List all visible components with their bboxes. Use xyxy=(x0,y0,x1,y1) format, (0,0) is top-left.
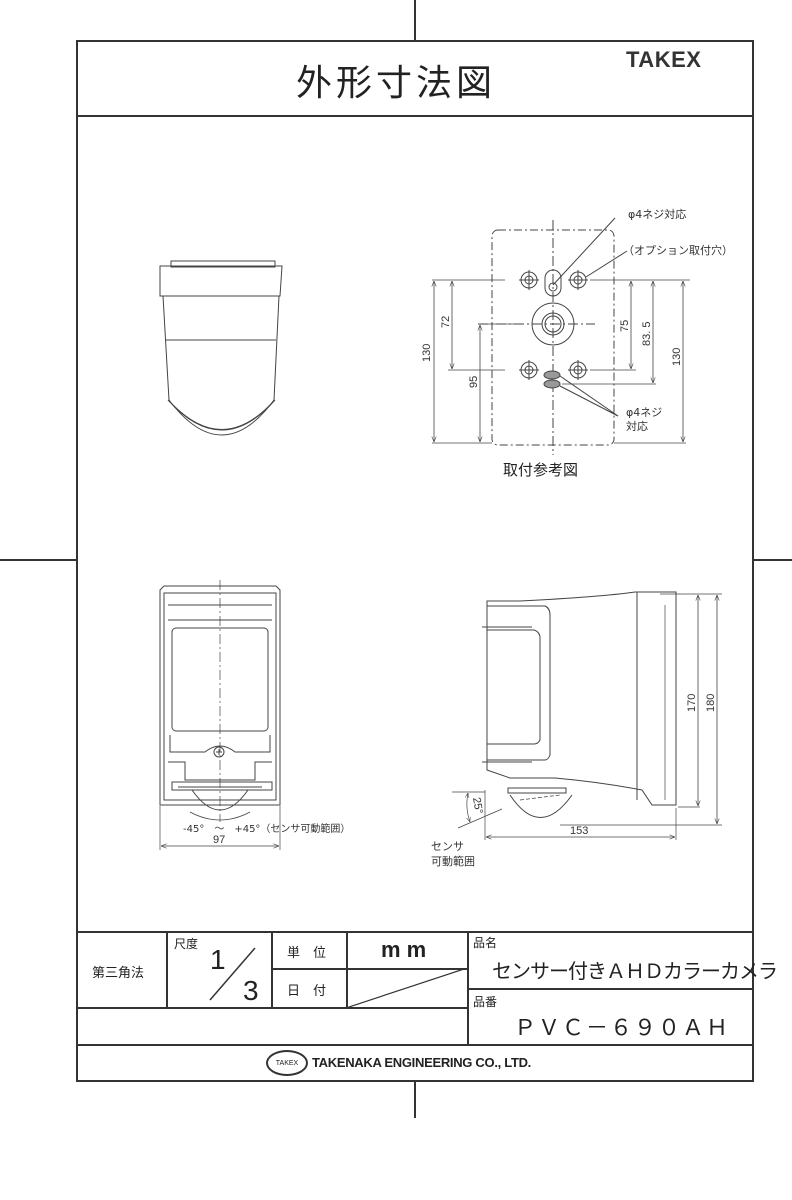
technical-drawings: 130 72 95 75 83. 5 130 97 153 170 180 25… xyxy=(159,207,733,868)
dim-mount-left-outer: 130 xyxy=(421,344,433,362)
mounting-reference-caption: 取付参考図 xyxy=(503,461,579,479)
company-name: TAKENAKA ENGINEERING CO., LTD. xyxy=(312,1055,531,1070)
note-screw-bottom-1: φ4ネジ xyxy=(626,406,662,419)
mounting-reference-drawing xyxy=(432,217,690,455)
header-divider xyxy=(76,115,754,117)
dim-side-height-outer: 180 xyxy=(705,694,717,712)
company-logo-text: TAKEX xyxy=(275,1059,299,1067)
unit-value: m m xyxy=(381,937,427,962)
dim-front-width: 97 xyxy=(213,834,225,846)
crop-mark-right xyxy=(754,559,792,561)
dim-side-height-inner: 170 xyxy=(686,694,698,712)
front-range-label: -45° ～ +45°（センサ可動範囲） xyxy=(183,822,350,835)
crop-mark-top xyxy=(414,0,416,40)
dim-mount-left-offset: 95 xyxy=(468,376,480,388)
dim-mount-right-inner: 75 xyxy=(619,320,631,332)
company-logo: TAKEX xyxy=(266,1050,308,1076)
brand-logo: TAKEX xyxy=(626,47,702,72)
dim-side-depth: 153 xyxy=(570,825,588,837)
scale-label: 尺度 xyxy=(174,937,199,951)
note-screw-bottom-2: 対応 xyxy=(626,419,648,433)
sensor-label-1: センサ xyxy=(431,840,464,853)
note-screw-top: φ4ネジ対応 xyxy=(628,207,686,221)
scale-slash xyxy=(209,947,256,1001)
date-label: 日 付 xyxy=(287,984,327,999)
dim-mount-right-outer: 130 xyxy=(671,348,683,366)
product-code-label: 品番 xyxy=(473,995,498,1009)
unit-label: 単 位 xyxy=(287,946,327,961)
note-option-hole: （オプション取付穴） xyxy=(623,243,733,257)
top-view-drawing xyxy=(159,260,283,436)
crop-mark-left xyxy=(0,559,76,561)
drawing-frame xyxy=(76,40,754,1082)
page-title: 外形寸法図 xyxy=(295,63,496,104)
sensor-label-2: 可動範囲 xyxy=(431,854,475,868)
scale-numerator: 1 xyxy=(210,944,226,975)
front-view-drawing xyxy=(159,580,281,850)
dim-mount-right-mid: 83. 5 xyxy=(641,322,653,346)
projection-method: 第三角法 xyxy=(92,966,145,981)
dim-side-angle: 25° xyxy=(470,796,485,814)
side-view-drawing xyxy=(452,591,722,840)
scale-denominator: 3 xyxy=(243,975,259,1006)
date-slash xyxy=(346,968,468,1008)
product-name-label: 品名 xyxy=(473,936,498,950)
crop-mark-bottom xyxy=(414,1082,416,1118)
product-name: センサー付きＡＨＤカラーカメラ xyxy=(492,959,778,983)
dim-mount-left-inner: 72 xyxy=(440,316,452,328)
product-code: ＰＶＣ－６９０ＡＨ xyxy=(514,1016,731,1041)
